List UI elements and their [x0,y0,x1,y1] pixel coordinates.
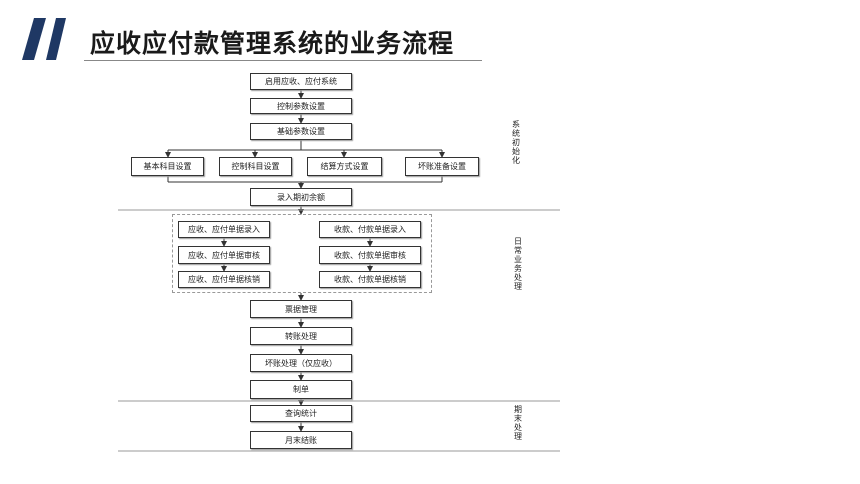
step-bad-debt-process: 坏账处理（仅应收） [250,354,352,372]
step-receipt-review: 收款、付款单据审核 [319,246,421,264]
daily-docs-group [172,214,432,293]
phase-label-period-end: 期末处理 [514,405,522,441]
step-ar-doc-writeoff: 应收、应付单据核销 [178,271,270,288]
step-ar-doc-review: 应收、应付单据审核 [178,246,270,264]
step-control-params: 控制参数设置 [250,98,352,114]
step-receipt-writeoff: 收款、付款单据核销 [319,271,421,288]
phase-label-daily: 日常业务处理 [514,237,522,291]
step-transfer: 转账处理 [250,327,352,345]
title-underline [84,60,482,61]
step-voucher: 制单 [250,380,352,399]
page-title: 应收应付款管理系统的业务流程 [90,29,455,58]
phase-label-init: 系统初始化 [512,120,520,165]
step-opening-balance: 录入期初余额 [250,188,352,206]
step-basic-params: 基础参数设置 [250,123,352,140]
step-control-subjects: 控制科目设置 [219,157,292,176]
step-receipt-entry: 收款、付款单据录入 [319,221,421,238]
step-query-stats: 查询统计 [250,405,352,422]
step-basic-subjects: 基本科目设置 [131,157,204,176]
step-bad-debt-reserve: 坏账准备设置 [405,157,479,176]
step-settlement-methods: 结算方式设置 [307,157,382,176]
step-enable-system: 启用应收、应付系统 [250,73,352,90]
step-ar-doc-entry: 应收、应付单据录入 [178,221,270,238]
logo-slashes-icon [22,18,66,60]
step-month-end: 月末结账 [250,431,352,449]
step-bill-management: 票据管理 [250,300,352,318]
